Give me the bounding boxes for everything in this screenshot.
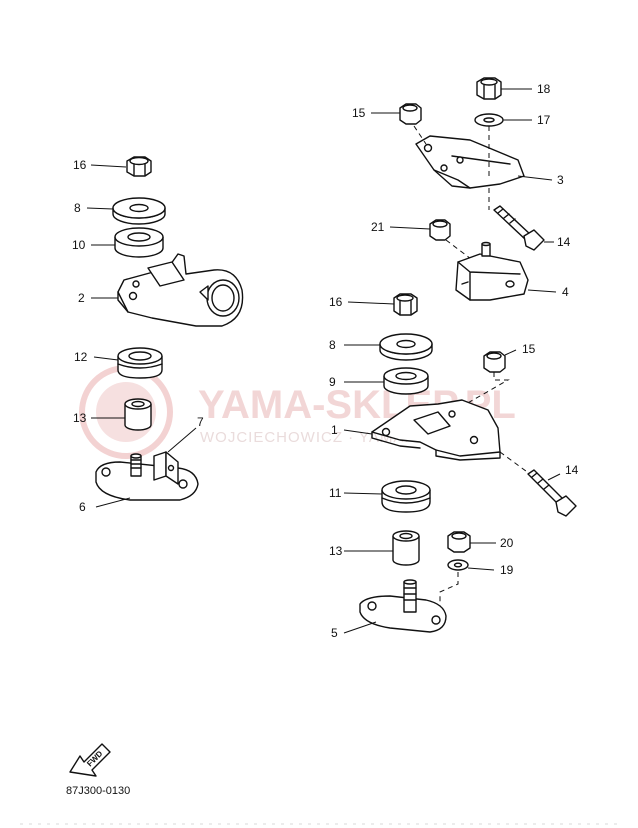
callout-8-right: 8 <box>329 338 336 352</box>
part-16-nut-right <box>393 293 418 316</box>
callout-14-top: 14 <box>557 235 571 249</box>
part-19-washer <box>447 559 469 571</box>
part-14-bolt-top <box>493 205 545 251</box>
part-21-nut <box>429 219 451 241</box>
callout-20: 20 <box>500 536 514 550</box>
part-18-nut <box>476 77 502 100</box>
callout-12: 12 <box>74 350 88 364</box>
part-12-damper <box>117 347 163 379</box>
callout-2: 2 <box>78 291 85 305</box>
part-15-nut-middle <box>483 351 506 373</box>
callout-18: 18 <box>537 82 551 96</box>
part-6-lower-mount <box>95 453 199 501</box>
callout-3: 3 <box>557 173 564 187</box>
callout-9: 9 <box>329 375 336 389</box>
callout-21: 21 <box>371 220 385 234</box>
callout-1: 1 <box>331 423 338 437</box>
part-15-nut-top <box>399 103 422 125</box>
callout-19: 19 <box>500 563 514 577</box>
part-20-nut <box>447 531 471 553</box>
part-13-collar-right <box>392 530 420 566</box>
callout-16-right: 16 <box>329 295 343 309</box>
callout-14-bottom: 14 <box>565 463 579 477</box>
callout-4: 4 <box>562 285 569 299</box>
part-1-bracket-plate <box>371 399 501 461</box>
callout-13-left: 13 <box>73 411 87 425</box>
part-2-bracket <box>117 253 244 327</box>
part-4-damper-mount <box>455 241 529 301</box>
part-11-grommet <box>381 480 431 513</box>
callout-7: 7 <box>197 415 204 429</box>
callout-10: 10 <box>72 238 86 252</box>
part-3-upper-bracket <box>415 135 525 189</box>
callout-13-right: 13 <box>329 544 343 558</box>
part-8-washer-right <box>379 333 433 361</box>
callout-6: 6 <box>79 500 86 514</box>
part-7-clip <box>153 451 179 485</box>
fwd-arrow-icon: FWD <box>69 743 111 777</box>
catalog-code: 87J300-0130 <box>66 785 131 797</box>
callout-15-top: 15 <box>352 106 366 120</box>
callout-15-middle: 15 <box>522 342 536 356</box>
callout-8-left: 8 <box>74 201 81 215</box>
part-17-washer <box>474 113 504 127</box>
callout-17: 17 <box>537 113 551 127</box>
part-14-bolt-bottom <box>527 469 577 517</box>
part-8-washer-left <box>112 197 166 225</box>
part-10-spacer-left <box>114 227 164 258</box>
part-16-nut-left <box>126 156 152 177</box>
callout-16-left: 16 <box>73 158 87 172</box>
part-13-collar-left <box>124 398 152 431</box>
callout-5: 5 <box>331 626 338 640</box>
callout-11: 11 <box>329 486 342 500</box>
part-9-spacer <box>383 367 429 395</box>
part-5-lower-mount <box>359 579 447 633</box>
